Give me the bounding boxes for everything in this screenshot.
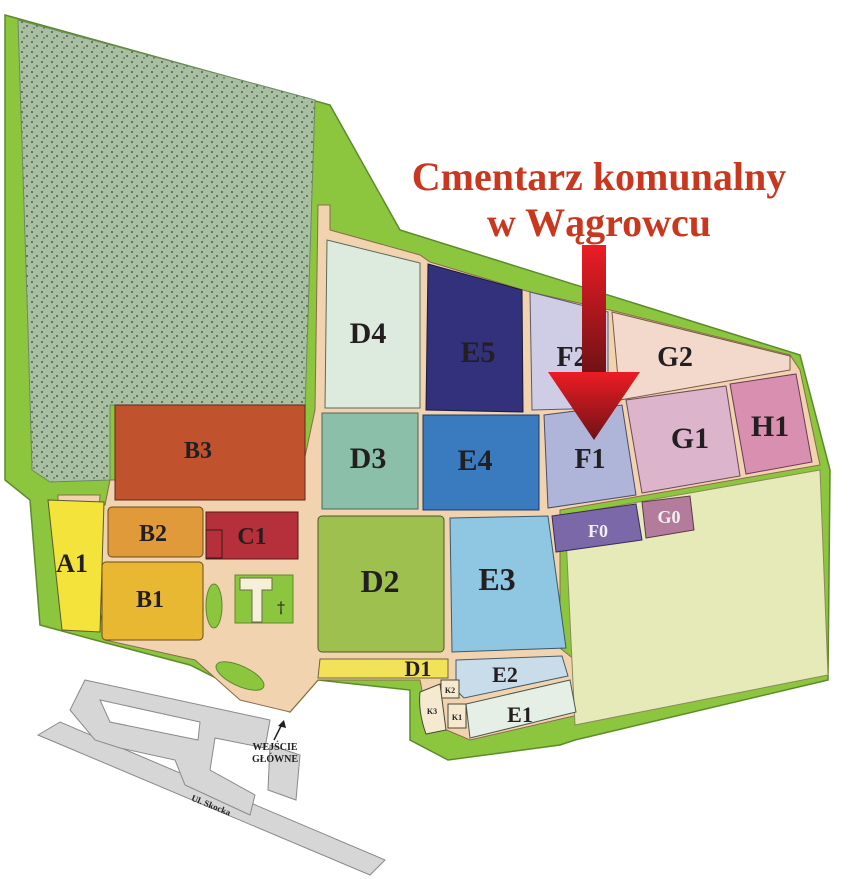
section-e5[interactable]: E5 (425, 263, 524, 413)
section-e1-label: E1 (507, 702, 533, 727)
section-e5-label: E5 (460, 336, 495, 369)
section-k3[interactable]: K3 (419, 683, 447, 735)
section-g1-label: G1 (671, 422, 709, 455)
map-title-line1: Cmentarz komunalny (412, 154, 786, 199)
main-entrance: WEJŚCIE GŁÓWNE (252, 720, 298, 765)
section-h1-label: H1 (751, 410, 789, 443)
section-b2[interactable]: B2 (107, 506, 204, 558)
section-a1-label: A1 (56, 549, 88, 578)
section-d4-label: D4 (350, 317, 387, 350)
section-c1-label: C1 (237, 524, 266, 550)
section-f0-label: F0 (588, 521, 608, 541)
section-g0[interactable]: G0 (641, 495, 695, 539)
section-e4[interactable]: E4 (422, 414, 540, 511)
chapel-area: † (205, 574, 294, 691)
section-k2-label: K2 (445, 686, 455, 695)
section-k3-label: K3 (427, 707, 437, 716)
section-d3[interactable]: D3 (321, 412, 419, 510)
street-area (36, 679, 386, 876)
section-g1[interactable]: G1 (625, 385, 741, 494)
section-g0-label: G0 (657, 507, 680, 527)
entrance-label-line1: WEJŚCIE (252, 741, 297, 753)
section-h1[interactable]: H1 (729, 373, 813, 475)
section-e2-label: E2 (492, 662, 518, 687)
section-b2-label: B2 (139, 521, 167, 547)
section-g2-label: G2 (657, 342, 693, 373)
section-e3[interactable]: E3 (449, 515, 567, 653)
section-d2-label: D2 (360, 563, 399, 599)
section-d1[interactable]: D1 (317, 656, 449, 681)
section-c1[interactable]: C1 (205, 511, 299, 560)
map-title-line2: w Wągrowcu (487, 200, 711, 245)
section-f1[interactable]: F1 (543, 404, 637, 509)
section-d3-label: D3 (350, 442, 387, 475)
section-d1-label: D1 (405, 656, 432, 681)
section-b3[interactable]: B3 (114, 404, 306, 501)
location-arrow-icon (548, 245, 640, 440)
section-f0[interactable]: F0 (551, 503, 643, 553)
section-e4-label: E4 (457, 444, 492, 477)
section-g2[interactable]: G2 (611, 311, 791, 401)
section-e3-label: E3 (478, 561, 515, 597)
section-e2[interactable]: E2 (455, 655, 569, 699)
section-d2[interactable]: D2 (317, 515, 445, 653)
section-k1[interactable]: K1 (447, 703, 467, 729)
section-e1[interactable]: E1 (465, 679, 577, 739)
section-b3-label: B3 (184, 438, 212, 464)
section-f1-label: F1 (574, 444, 605, 475)
section-k2[interactable]: K2 (440, 679, 460, 699)
section-d4[interactable]: D4 (324, 239, 421, 409)
section-a1[interactable]: A1 (47, 499, 105, 633)
section-b1[interactable]: B1 (101, 561, 204, 641)
section-k1-label: K1 (452, 713, 462, 722)
cross-icon: † (277, 598, 285, 617)
entrance-label-line2: GŁÓWNE (252, 753, 298, 765)
section-b1-label: B1 (136, 587, 164, 613)
